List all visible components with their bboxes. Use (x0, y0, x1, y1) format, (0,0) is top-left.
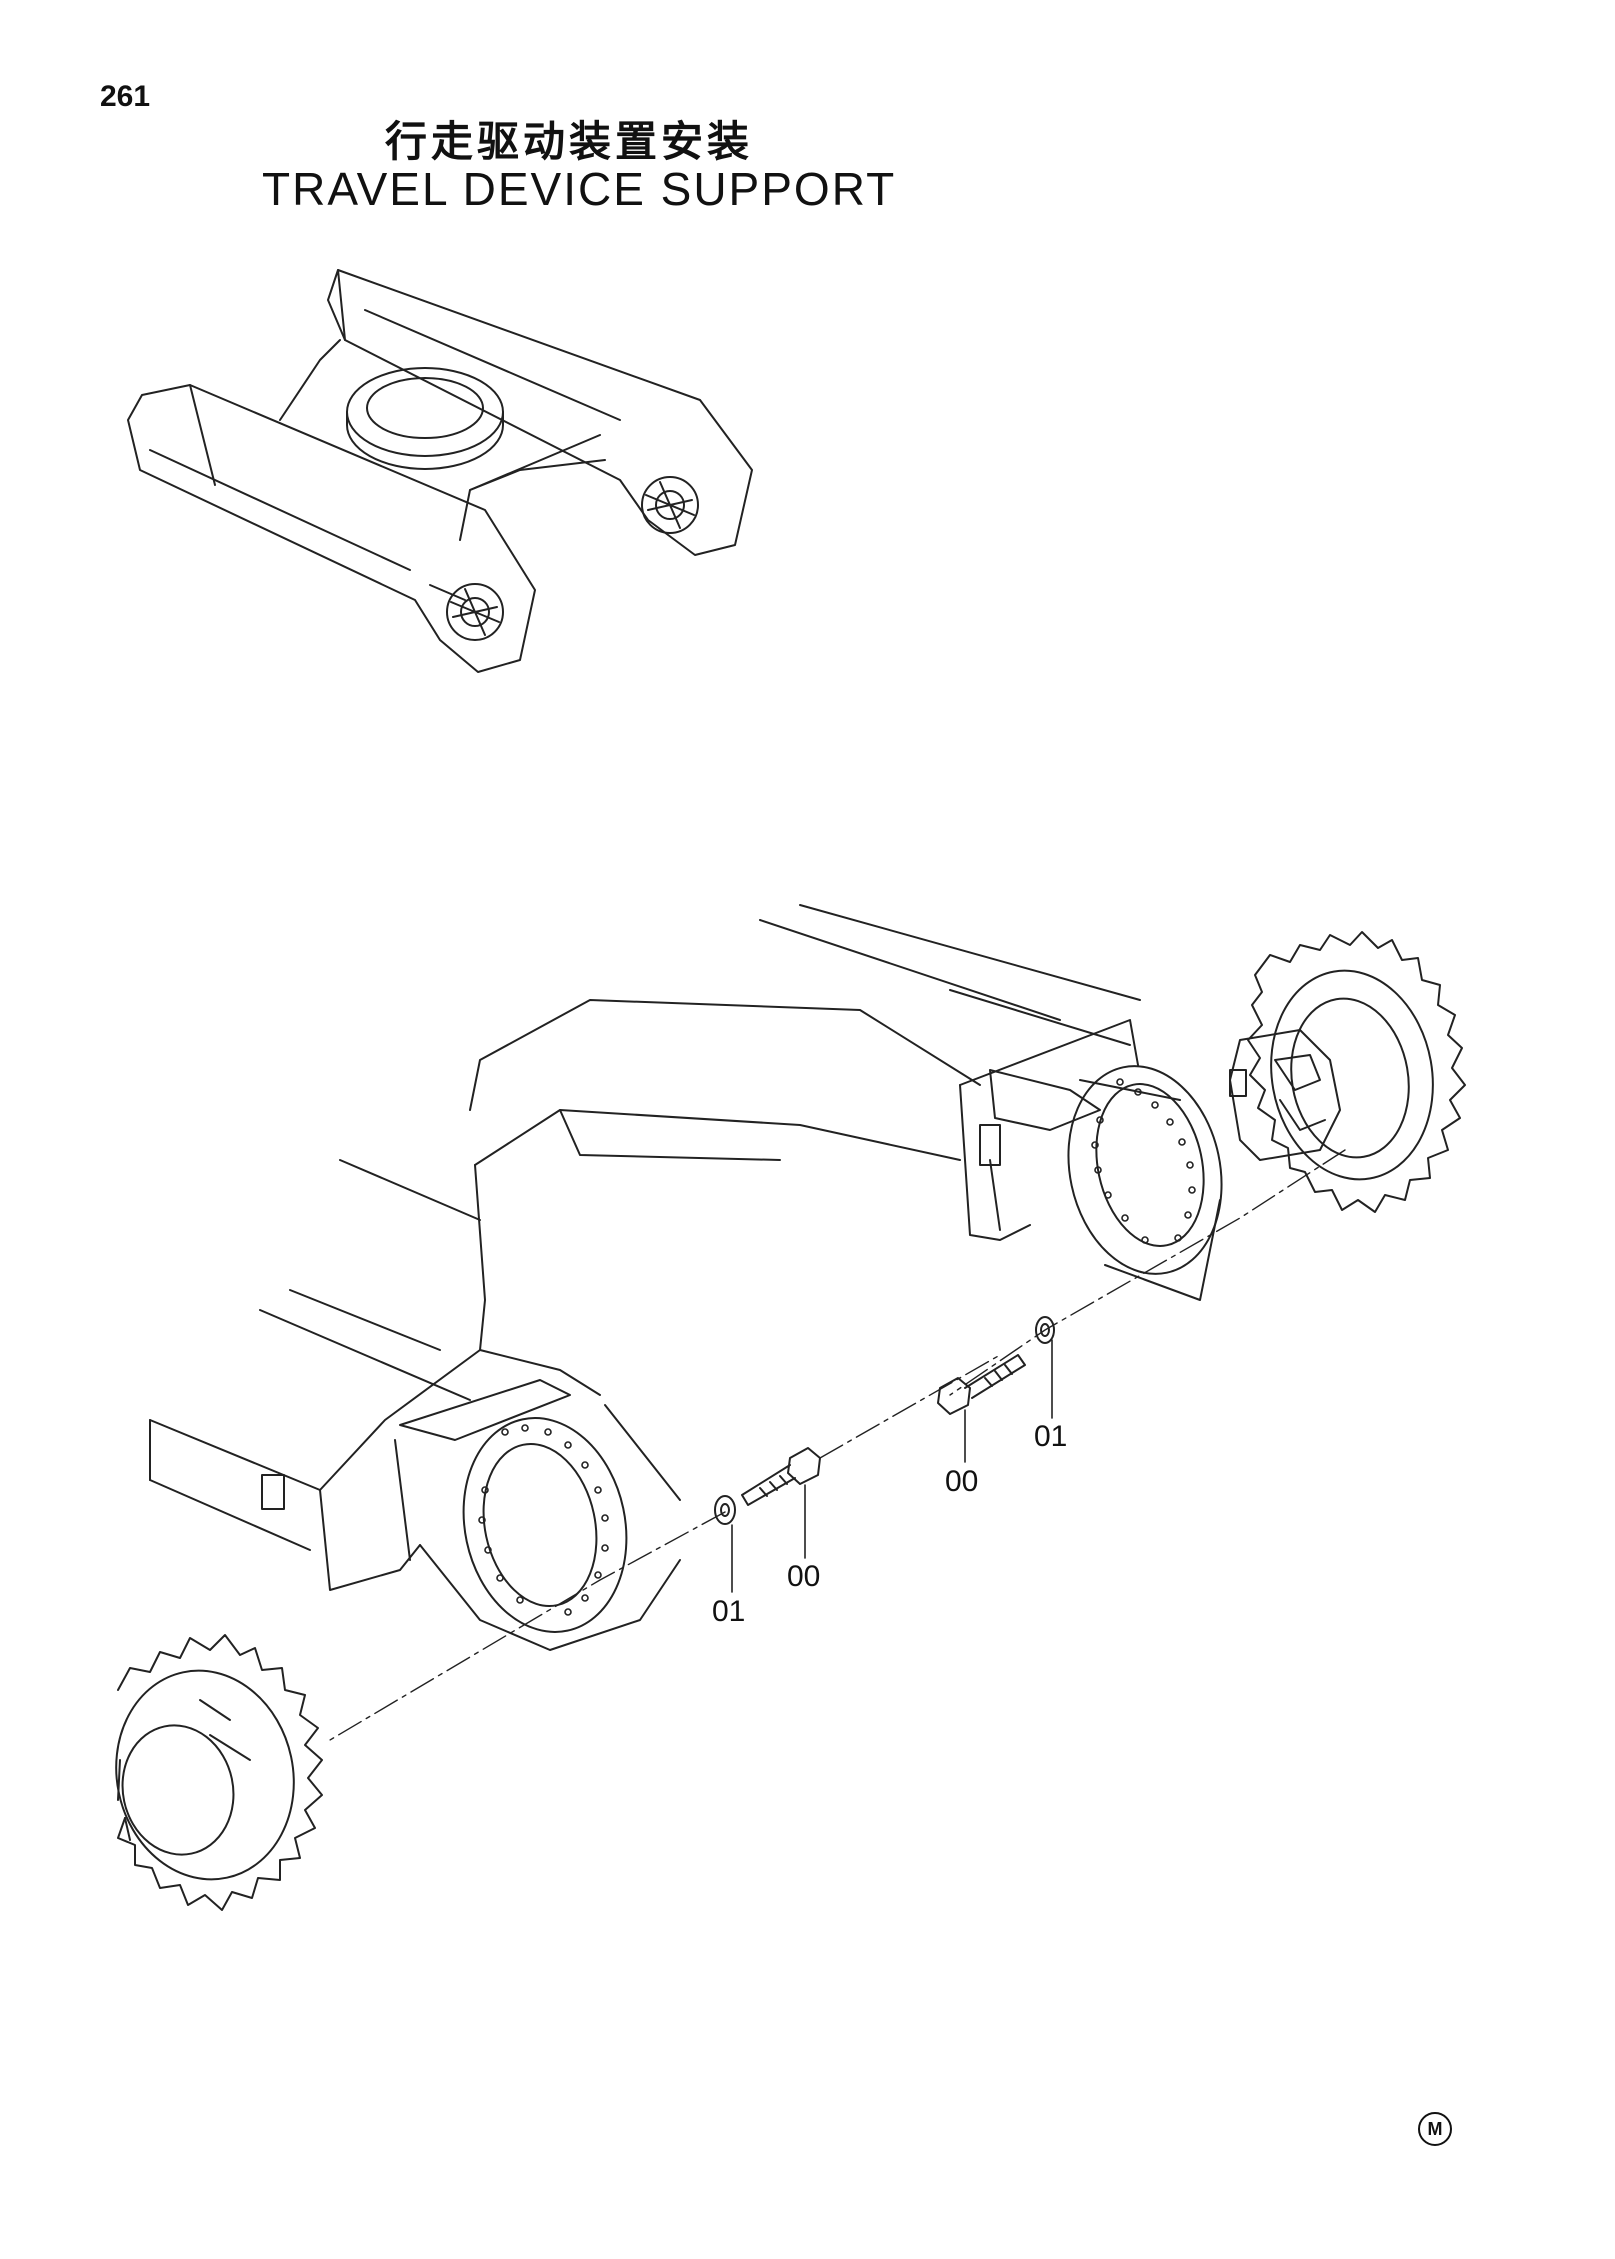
sprocket-right (1229, 931, 1466, 1213)
callout-bolt-right: 00 (945, 1465, 979, 1498)
callout-washer-right: 01 (1034, 1420, 1068, 1453)
sprocket-left (115, 1634, 323, 1911)
frame-detail (149, 904, 1223, 1651)
page-title-chinese: 行走驱动装置安装 (385, 117, 754, 166)
undercarriage-overview (127, 269, 753, 673)
leader-lines (731, 1339, 1053, 1593)
washer-right (1035, 1316, 1055, 1344)
callout-bolt-left: 00 (787, 1560, 821, 1593)
overview-motor-left (446, 583, 504, 641)
center-lines (329, 1149, 1346, 1741)
bolt-left (741, 1447, 821, 1506)
overview-motor-right (641, 476, 699, 534)
page-title-english: TRAVEL DEVICE SUPPORT (262, 163, 897, 215)
bolt-right (937, 1354, 1026, 1415)
callout-washer-left: 01 (712, 1595, 746, 1628)
bolt-hole-pattern (478, 1078, 1196, 1616)
page-number: 261 (100, 80, 151, 113)
washer-left (714, 1495, 736, 1525)
manufacturer-mark: M (1418, 2112, 1452, 2146)
